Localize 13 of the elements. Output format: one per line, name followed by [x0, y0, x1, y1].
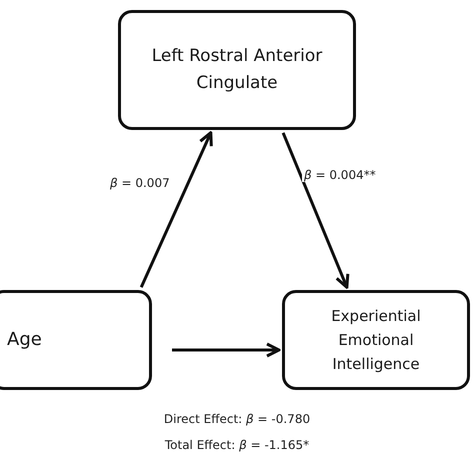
- arrow: [140, 131, 213, 288]
- arrow: [282, 132, 350, 289]
- arrow: [172, 342, 280, 358]
- effect-note: Direct Effect: β = -0.780: [162, 412, 312, 426]
- variable-name: Experiential Emotional Intelligence: [330, 306, 422, 375]
- variable-box: [282, 290, 470, 390]
- variable-name: Left Rostral Anterior Cingulate: [150, 44, 324, 95]
- edge-label: β = 0.007: [108, 176, 172, 190]
- variable-box: [0, 290, 152, 390]
- variable-box: [118, 10, 356, 130]
- variable-name: Age: [7, 328, 42, 352]
- effect-note: Total Effect: β = -1.165*: [164, 438, 310, 452]
- edge-label: β = 0.004**: [302, 168, 378, 182]
